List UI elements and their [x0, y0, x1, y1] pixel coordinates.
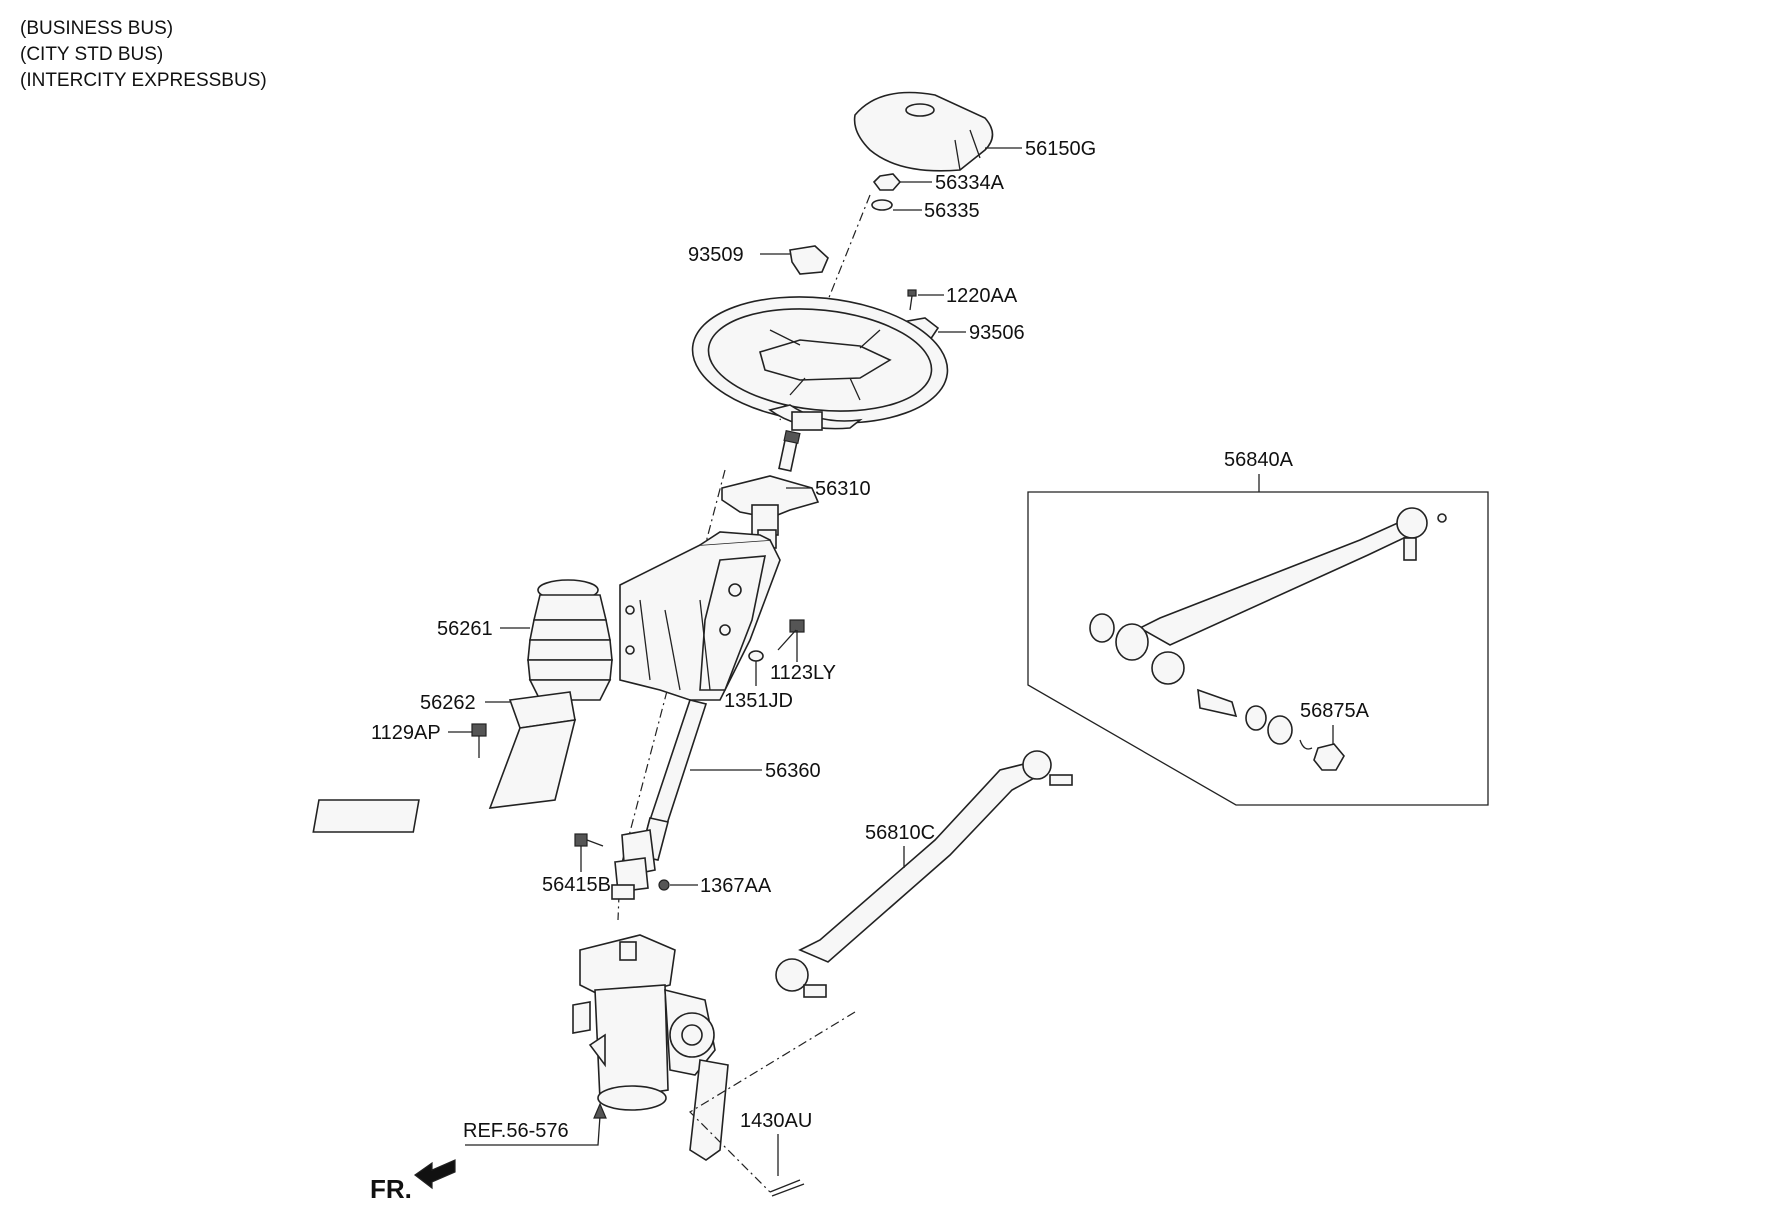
- clip-93509: [789, 245, 829, 275]
- label-56310: 56310: [815, 478, 871, 500]
- column-cover-56262: [312, 691, 577, 833]
- label-56261: 56261: [437, 618, 493, 640]
- label-93509: 93509: [688, 244, 744, 266]
- ref-arrow: [593, 1102, 607, 1119]
- label-93506: 93506: [969, 322, 1025, 344]
- label-56334A: 56334A: [935, 172, 1005, 194]
- pitman-arm: [689, 1059, 729, 1161]
- column-upper-shaft: [721, 429, 820, 549]
- drag-link-axis: [689, 1011, 856, 1193]
- tie-rod-assembly-box: [1027, 491, 1489, 806]
- steering-gear-box: [572, 934, 716, 1111]
- label-1129AP: 1129AP: [371, 722, 441, 744]
- header-line-city-std-bus: (CITY STD BUS): [20, 44, 163, 65]
- horn-pad-cover: [853, 91, 994, 172]
- bolt-56415B: [574, 833, 604, 847]
- cotter-pin-1430AU: [769, 1179, 805, 1197]
- leader-ref: [465, 1115, 601, 1146]
- label-1220AA: 1220AA: [946, 285, 1018, 307]
- nut-1367AA: [658, 879, 670, 891]
- label-1367AA: 1367AA: [700, 875, 772, 897]
- nut-56334A: [872, 173, 902, 191]
- label-56810C: 56810C: [865, 822, 935, 844]
- column-bracket-housing: [619, 531, 781, 701]
- model-header: (BUSINESS BUS) (CITY STD BUS) (INTERCITY…: [20, 18, 267, 91]
- label-56360: 56360: [765, 760, 821, 782]
- label-56415B: 56415B: [542, 874, 611, 896]
- bellows-boot-56261: [527, 579, 613, 701]
- label-1430AU: 1430AU: [740, 1110, 812, 1132]
- label-56150G: 56150G: [1025, 138, 1096, 160]
- header-line-intercity-bus: (INTERCITY EXPRESSBUS): [20, 70, 267, 91]
- lower-column-shaft-56360: [611, 699, 708, 900]
- label-56875A: 56875A: [1300, 700, 1370, 722]
- label-ref-56-576: REF.56-576: [463, 1120, 569, 1142]
- label-56840A: 56840A: [1224, 449, 1294, 471]
- label-1351JD: 1351JD: [724, 690, 793, 712]
- bolt-1129AP: [471, 723, 487, 758]
- washer-1351JD: [748, 650, 764, 662]
- screw-1220AA: [907, 289, 917, 311]
- bolt-1123LY: [777, 619, 805, 651]
- drag-link-56810C: [775, 750, 1073, 998]
- label-front: FR.: [370, 1174, 412, 1204]
- steering-wheel: [691, 296, 949, 431]
- label-56262: 56262: [420, 692, 476, 714]
- front-direction-arrow-icon: [413, 1159, 456, 1190]
- washer-56335: [871, 199, 893, 211]
- header-line-business-bus: (BUSINESS BUS): [20, 18, 173, 39]
- tie-rod-56840A: [1089, 507, 1447, 771]
- label-1123LY: 1123LY: [770, 662, 836, 684]
- label-56335: 56335: [924, 200, 980, 222]
